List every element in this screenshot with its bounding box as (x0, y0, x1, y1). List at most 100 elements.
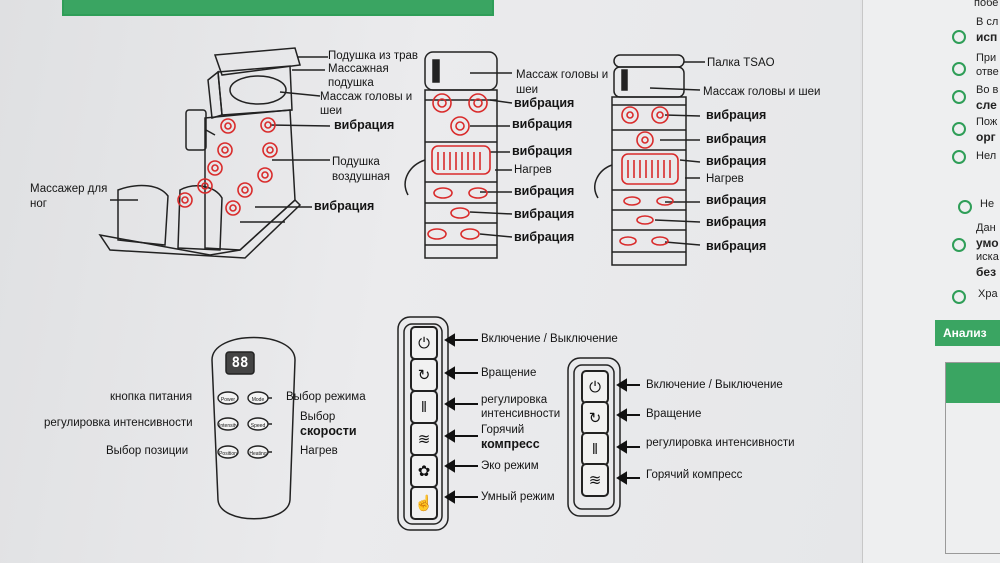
right-text: иска (976, 251, 999, 263)
label-vibration: вибрация (706, 108, 767, 122)
right-text: Пож (976, 116, 998, 128)
heat-waves-icon: ≋ (417, 431, 431, 448)
label-intensity-1: регулировка (481, 394, 548, 406)
hot-compress-button[interactable]: ≋ (581, 463, 609, 497)
label-foot-massager-1: Массажер для (30, 183, 108, 195)
right-text: исп (976, 30, 998, 44)
remote-position-button[interactable]: Position (219, 451, 237, 457)
bullet-circle (952, 30, 966, 44)
label-vibration: вибрация (514, 230, 575, 244)
eco-icon: ✿ (417, 463, 431, 480)
right-page (862, 0, 1000, 563)
label-air-pillow-2: воздушная (332, 171, 390, 183)
label-vibration: вибрация (514, 207, 575, 221)
label-heating: Нагрев (300, 445, 338, 457)
rotation-icon: ↻ (417, 367, 431, 384)
intensity-icon: ‖ (591, 440, 599, 458)
label-vibration: вибрация (706, 132, 767, 146)
label-head-neck-1: Массаж головы и (516, 69, 609, 81)
right-text: орг (976, 130, 996, 144)
power-icon: ⏻ (418, 334, 430, 352)
right-text: без (976, 265, 997, 279)
bullet-circle (952, 62, 966, 76)
bullet-circle (952, 290, 966, 304)
bullet-circle (952, 122, 966, 136)
power-icon: ⏻ (589, 378, 601, 396)
remote-display: 88 (231, 355, 249, 371)
intensity-icon: ‖ (420, 398, 428, 416)
intensity-button[interactable]: ‖ (581, 432, 609, 466)
right-text: В сл (976, 16, 999, 28)
label-vibration: вибрация (512, 144, 573, 158)
section-header: Анализ (935, 320, 1000, 346)
label-vibration: вибрация (706, 193, 767, 207)
label-head-neck-2: шеи (516, 84, 539, 96)
label-hot-compress-1: Горячий (481, 424, 525, 436)
rotation-button[interactable]: ↻ (410, 358, 438, 392)
right-text: Хра (978, 288, 998, 300)
label-vibration: вибрация (314, 199, 375, 213)
green-header-bar (62, 0, 494, 16)
right-text: отве (976, 66, 999, 78)
right-text: Не (980, 198, 995, 210)
label-head-neck-1: Массаж головы и (320, 91, 413, 103)
label-head-neck: Массаж головы и шеи (703, 86, 821, 98)
label-position: Выбор позиции (106, 445, 189, 457)
remote-heating-button[interactable]: Heating (249, 451, 267, 457)
label-vibration: вибрация (706, 239, 767, 253)
label-vibration: вибрация (514, 96, 575, 110)
bullet-circle (958, 200, 972, 214)
right-text: умо (976, 236, 999, 250)
label-on-off: Включение / Выключение (646, 379, 783, 391)
bullet-circle (952, 150, 966, 164)
label-speed-1: Выбор (300, 411, 336, 423)
bullet-circle (952, 90, 966, 104)
table-header (946, 363, 1000, 403)
label-hot-compress: Горячий компресс (646, 469, 743, 481)
heat-waves-icon: ≋ (588, 472, 602, 489)
label-rotation: Вращение (481, 367, 537, 379)
right-text: сле (976, 98, 997, 112)
intensity-button[interactable]: ‖ (410, 390, 438, 424)
hot-compress-button[interactable]: ≋ (410, 422, 438, 456)
bullet-circle (952, 238, 966, 252)
label-air-pillow-1: Подушка (332, 156, 380, 168)
label-vibration: вибрация (334, 118, 395, 132)
label-head-neck-2: шеи (320, 105, 343, 117)
smart-mode-button[interactable]: ☝ (410, 486, 438, 520)
label-power-button: кнопка питания (110, 391, 193, 403)
eco-mode-button[interactable]: ✿ (410, 454, 438, 488)
label-massage-pillow-2: подушка (328, 77, 374, 89)
label-intensity: регулировка интенсивности (646, 437, 795, 449)
label-speed-2: скорости (300, 424, 357, 438)
rotation-button[interactable]: ↻ (581, 401, 609, 435)
rotation-icon: ↻ (588, 410, 602, 427)
label-massage-pillow-1: Массажная (328, 63, 389, 75)
label-intensity-2: интенсивности (481, 408, 561, 420)
label-foot-massager-2: ног (30, 198, 47, 210)
right-text: При (976, 52, 997, 64)
power-button[interactable]: ⏻ (581, 370, 609, 404)
remote-speed-button[interactable]: Speed (250, 423, 266, 429)
right-text: побе (974, 0, 999, 9)
right-text: Дан (976, 222, 996, 234)
remote-power-button[interactable]: Power (220, 397, 236, 403)
label-hot-compress-2: компресс (481, 437, 540, 451)
right-text: Нел (976, 150, 997, 162)
label-tsao-stick: Палка TSAO (707, 57, 775, 69)
label-herbal-pillow: Подушка из трав (328, 50, 419, 62)
label-vibration: вибрация (706, 215, 767, 229)
remote-mode-button[interactable]: Mode (251, 397, 265, 403)
label-vibration: вибрация (514, 184, 575, 198)
power-button[interactable]: ⏻ (410, 326, 438, 360)
label-mode-select: Выбор режима (286, 391, 366, 403)
label-vibration: вибрация (512, 117, 573, 131)
label-on-off: Включение / Выключение (481, 333, 618, 345)
right-text: Во в (976, 84, 999, 96)
label-intensity: регулировка интенсивности (44, 417, 193, 429)
remote-intensity-button[interactable]: Intensity (219, 423, 238, 429)
right-table (945, 362, 1000, 554)
label-vibration: вибрация (706, 154, 767, 168)
label-rotation: Вращение (646, 408, 702, 420)
